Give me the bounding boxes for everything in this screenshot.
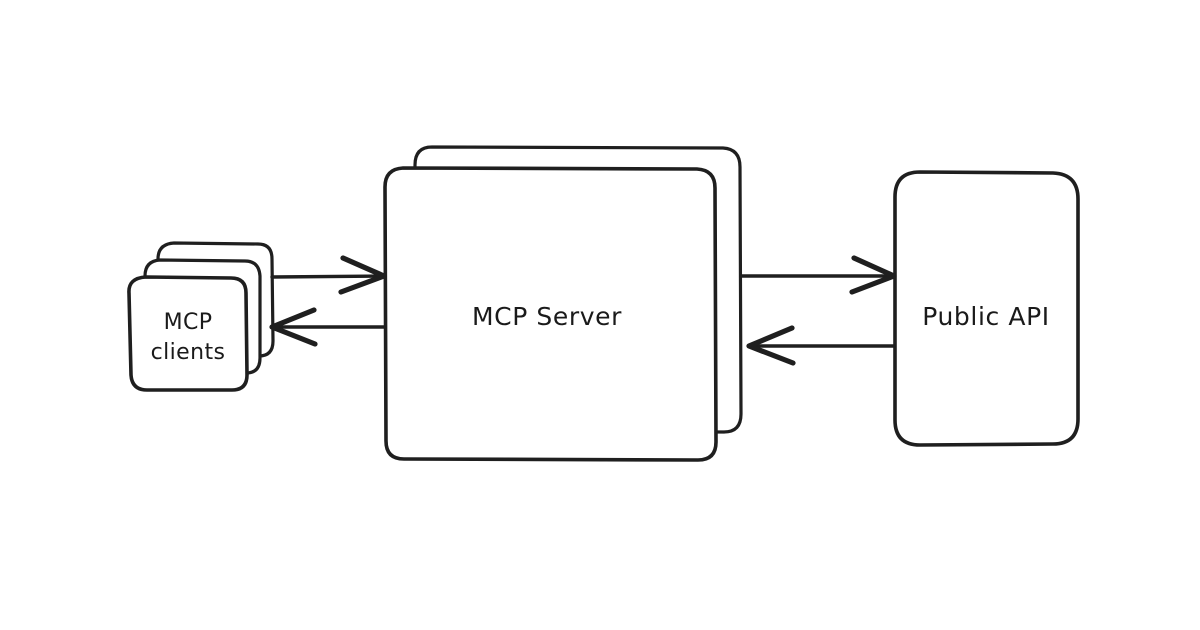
public-api-label: Public API xyxy=(922,302,1049,331)
edge-clients-to-server[interactable] xyxy=(270,255,387,295)
node-mcp-server[interactable]: MCP Server xyxy=(383,145,743,462)
edge-clients-to-server-arrowhead xyxy=(338,255,387,295)
node-public-api[interactable]: Public API xyxy=(893,170,1080,447)
edge-server-to-api[interactable] xyxy=(739,255,897,295)
edge-api-to-server-arrowhead xyxy=(746,325,796,366)
node-mcp-clients[interactable]: MCP clients xyxy=(127,241,275,392)
edge-server-to-clients[interactable] xyxy=(269,307,386,347)
mcp-server-stack-card-front xyxy=(383,166,718,462)
edge-server-to-clients-arrowhead xyxy=(269,307,318,347)
mcp-clients-label-line1: MCP xyxy=(164,310,213,335)
edge-api-to-server[interactable] xyxy=(746,325,896,366)
edge-clients-to-server-line xyxy=(270,274,386,279)
mcp-clients-label-line2: clients xyxy=(151,340,226,365)
public-api-card xyxy=(893,170,1080,447)
mcp-clients-stack-card-front xyxy=(127,275,249,392)
edge-server-to-api-arrowhead xyxy=(849,255,897,295)
mcp-server-label: MCP Server xyxy=(472,302,622,331)
